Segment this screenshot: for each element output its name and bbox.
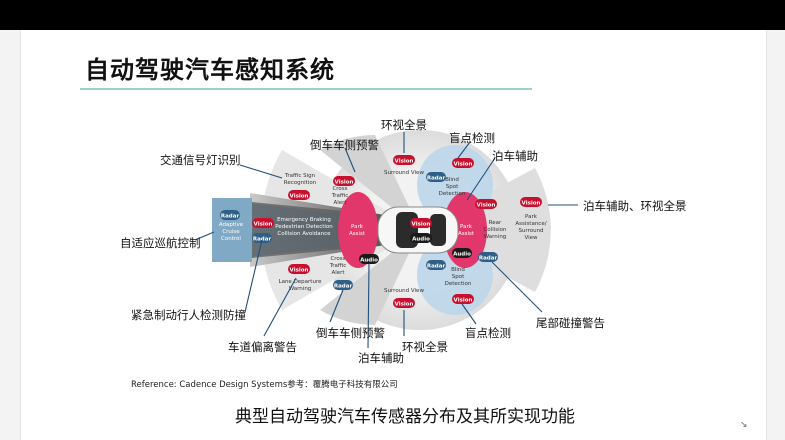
svg-text:Vision: Vision	[477, 203, 496, 209]
tag-vision-park-rear-top: Vision	[475, 199, 497, 209]
tag-radar-emergency: Radar	[252, 233, 272, 243]
callout-surround-top: 环视全景	[381, 118, 427, 132]
zone-surround-bottom: Surround View	[384, 288, 424, 294]
title-underline	[80, 88, 532, 90]
corner-mark: ↘	[740, 420, 748, 430]
callout-arrows	[194, 132, 578, 349]
callout-blind-top: 盲点检测	[449, 131, 495, 145]
svg-text:Vision: Vision	[290, 268, 309, 274]
tag-radar-acc: Radar	[220, 210, 240, 220]
callout-emergency: 紧急制动行人检测防撞	[131, 308, 246, 322]
cross-traffic-top-zone	[320, 135, 420, 230]
svg-text:Audio: Audio	[360, 258, 378, 264]
svg-text:Vision: Vision	[395, 302, 414, 308]
svg-text:Audio: Audio	[453, 252, 471, 258]
callout-acc: 自适应巡航控制	[120, 236, 201, 250]
callout-rear-warning-top: 倒车车侧预警	[310, 138, 379, 152]
svg-text:Vision: Vision	[335, 180, 354, 186]
callout-traffic-light: 交通信号灯识别	[160, 153, 241, 167]
car-icon	[377, 206, 459, 254]
tag-vision-surround-bottom: Vision	[393, 298, 415, 308]
tag-radar-rear: Radar	[478, 252, 498, 262]
left-gutter	[0, 30, 21, 440]
tag-vision-blind-top: Vision	[452, 158, 474, 168]
svg-text:Vision: Vision	[454, 298, 473, 304]
svg-text:Radar: Radar	[427, 176, 446, 182]
svg-text:Audio: Audio	[412, 237, 430, 243]
acc-box	[212, 198, 252, 262]
tag-vision-cross-top: Vision	[333, 176, 355, 186]
top-black-bar	[0, 0, 785, 30]
svg-text:Radar: Radar	[334, 284, 353, 290]
tag-radar-blind-top: Radar	[426, 172, 446, 182]
callout-rear-warning-bottom: 倒车车侧预警	[316, 326, 385, 340]
svg-text:Vision: Vision	[290, 194, 309, 200]
right-scrollbar[interactable]	[766, 30, 785, 440]
callout-lane: 车道偏离警告	[228, 340, 297, 354]
tag-vision-car-front: Vision	[410, 218, 432, 228]
tag-radar-blind-bottom: Radar	[426, 260, 446, 270]
callout-parking-bottom: 泊车辅助	[358, 351, 404, 365]
tag-audio-rear: Audio	[452, 248, 472, 258]
callout-blind-bottom: 盲点检测	[465, 326, 511, 340]
reference-note: Reference: Cadence Design Systems参考：覆腾电子…	[131, 380, 398, 390]
svg-text:Radar: Radar	[479, 256, 498, 262]
svg-text:Vision: Vision	[454, 162, 473, 168]
svg-text:Radar: Radar	[253, 237, 272, 243]
svg-text:Radar: Radar	[221, 214, 240, 220]
svg-text:Radar: Radar	[427, 264, 446, 270]
tag-vision-blind-bottom: Vision	[452, 294, 474, 304]
slide-title: 自动驾驶汽车感知系统	[85, 56, 335, 84]
svg-text:Vision: Vision	[412, 222, 431, 228]
svg-text:Vision: Vision	[522, 201, 541, 207]
cross-traffic-bottom-zone	[320, 230, 420, 325]
callout-surround-bottom: 环视全景	[402, 340, 448, 354]
callout-parking-surround: 泊车辅助、环视全景	[583, 199, 687, 213]
tag-audio-car: Audio	[410, 233, 432, 243]
tag-vision-traffic: Vision	[288, 190, 310, 200]
zone-surround-top: Surround View	[384, 170, 424, 176]
park-assist-front-zone	[338, 192, 378, 268]
tag-audio-front: Audio	[359, 254, 379, 264]
svg-text:Vision: Vision	[395, 159, 414, 165]
tag-vision-lane: Vision	[288, 264, 310, 274]
tag-vision-surround-top: Vision	[393, 155, 415, 165]
tag-radar-cross-bottom: Radar	[333, 280, 353, 290]
callout-parking-top: 泊车辅助	[492, 149, 538, 163]
tag-vision-park-surround: Vision	[520, 197, 542, 207]
figure-caption: 典型自动驾驶汽车传感器分布及其所实现功能	[235, 407, 575, 427]
callout-rear-collision: 尾部碰撞警告	[536, 316, 605, 330]
svg-text:Vision: Vision	[254, 222, 273, 228]
tag-vision-emergency: Vision	[252, 218, 274, 228]
